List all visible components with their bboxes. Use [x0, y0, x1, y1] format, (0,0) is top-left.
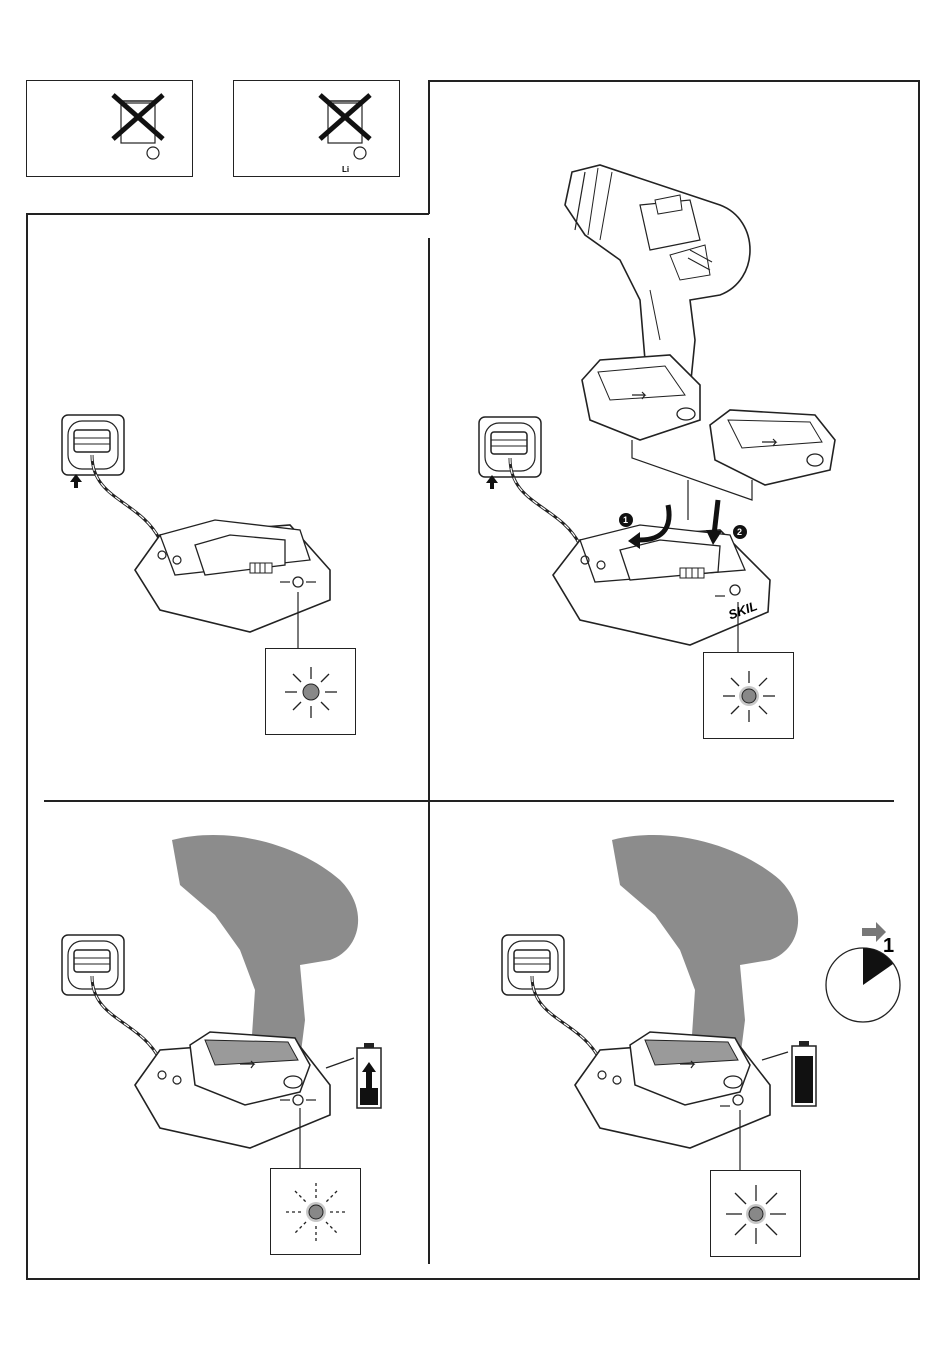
- battery-full-icon: [792, 1041, 816, 1106]
- led-indicator-box-step4: [710, 1170, 801, 1257]
- charger-with-battery: [575, 1032, 770, 1172]
- led-on-icon: [711, 1171, 802, 1258]
- timer-icon: [826, 948, 900, 1022]
- duration-label: 1: [883, 935, 894, 957]
- drill-silhouette: [612, 835, 798, 1065]
